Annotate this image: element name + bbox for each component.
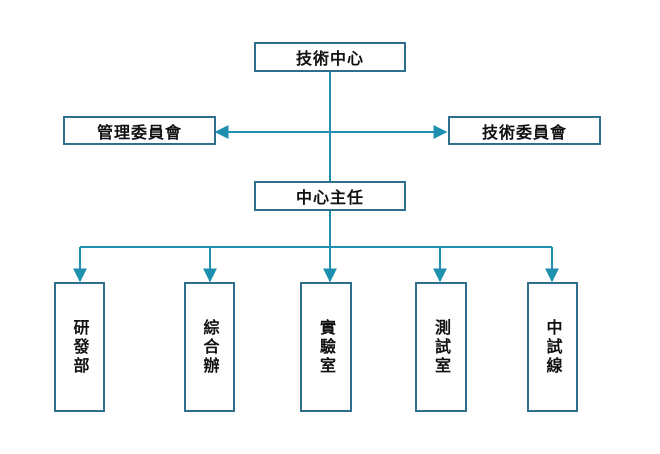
- node-dept-rnd: 研發部: [54, 282, 105, 412]
- node-dept-testing-room: 測試室: [415, 282, 467, 412]
- node-top: 技術中心: [254, 42, 406, 72]
- node-dept-general-office: 綜合辦: [184, 282, 235, 412]
- node-management-committee: 管理委員會: [63, 116, 216, 145]
- node-dept-pilot-line: 中試線: [527, 282, 578, 412]
- node-director: 中心主任: [254, 181, 406, 211]
- node-technical-committee: 技術委員會: [448, 116, 601, 145]
- node-dept-laboratory: 實驗室: [300, 282, 352, 412]
